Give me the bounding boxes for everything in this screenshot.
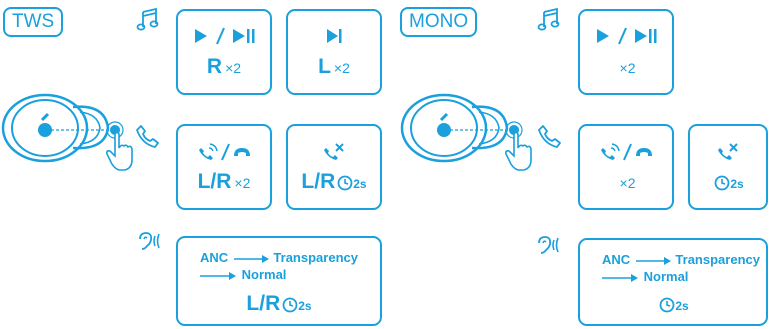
mono-mode-label: MONO: [400, 7, 478, 37]
mono-reject-call-card: 2s: [688, 124, 768, 210]
clock-icon: [282, 297, 298, 313]
hold-duration-label: 2s: [675, 299, 689, 313]
tap-count-label: ×2: [619, 175, 636, 191]
earbud-icon: [400, 93, 523, 163]
finger-tap-icon: [505, 131, 532, 171]
tws-play-pause-card: R×2: [176, 9, 272, 95]
anc-label: ANC: [602, 252, 631, 267]
music-note-icon: [537, 7, 560, 31]
arrow-icon: [635, 256, 671, 265]
music-note-icon: [136, 7, 159, 31]
arrow-icon: [602, 273, 638, 282]
anc-label: ANC: [200, 250, 229, 265]
transparency-label: Transparency: [675, 252, 760, 267]
clock-icon: [714, 175, 730, 191]
ear-anc-icon: [538, 236, 559, 254]
play-pause-icon: [597, 27, 657, 45]
play-pause-icon: [195, 27, 255, 45]
tap-side-label: R: [206, 55, 223, 78]
answer-hangup-icon: [199, 143, 250, 161]
reject-call-icon: [324, 143, 344, 160]
tap-side-label: L/R: [301, 170, 336, 193]
tws-next-track-card: L×2: [286, 9, 382, 95]
tap-count-label: ×2: [619, 60, 636, 76]
transparency-label: Transparency: [273, 250, 358, 265]
normal-label: Normal: [241, 267, 287, 282]
mono-play-pause-card: ×2: [578, 9, 674, 95]
mono-anc-card: ANC Transparency Normal 2s: [578, 238, 768, 326]
tws-reject-call-card: L/R 2s: [286, 124, 382, 210]
tws-mode-label: TWS: [3, 7, 64, 37]
arrow-icon: [233, 254, 269, 263]
finger-tap-icon: [106, 131, 133, 171]
hold-duration-label: 2s: [730, 177, 744, 191]
tws-anc-card: ANC Transparency Normal L/R 2s: [176, 236, 382, 326]
tws-answer-hangup-card: L/R×2: [176, 124, 272, 210]
mono-answer-hangup-card: ×2: [578, 124, 674, 210]
tap-count-label: ×2: [225, 60, 242, 76]
tap-side-label: L: [318, 55, 331, 78]
answer-hangup-icon: [601, 143, 652, 161]
tap-count-label: ×2: [333, 60, 350, 76]
next-track-icon: [327, 29, 342, 43]
tap-count-label: ×2: [234, 175, 251, 191]
phone-handset-icon: [538, 125, 561, 148]
clock-icon: [659, 297, 675, 313]
reject-call-icon: [718, 143, 738, 160]
hold-duration-label: 2s: [298, 299, 312, 313]
arrow-icon: [200, 271, 236, 280]
tap-side-label: L/R: [197, 170, 232, 193]
phone-handset-icon: [136, 125, 159, 148]
ear-anc-icon: [139, 232, 160, 250]
normal-label: Normal: [643, 269, 689, 284]
hold-duration-label: 2s: [353, 177, 367, 191]
tap-side-label: L/R: [246, 292, 281, 315]
clock-icon: [337, 175, 353, 191]
